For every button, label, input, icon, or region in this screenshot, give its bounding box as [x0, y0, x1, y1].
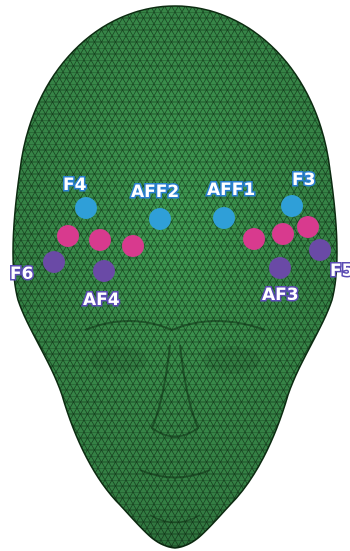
label-aff2: AFF2 [131, 182, 179, 202]
label-f6: F6 [10, 264, 33, 284]
optode-source [75, 197, 97, 219]
optode-detector [89, 229, 111, 251]
label-f4: F4 [63, 175, 87, 195]
label-aff1: AFF1 [207, 180, 255, 200]
optode-reference [269, 257, 291, 279]
optode-detector [57, 225, 79, 247]
optode-detector [122, 235, 144, 257]
optode-source [213, 207, 235, 229]
label-f5: F5 [330, 261, 350, 281]
optode-detector [243, 228, 265, 250]
optode-detector [297, 216, 319, 238]
left-eye-socket [90, 346, 146, 374]
optode-reference [93, 260, 115, 282]
label-f3: F3 [292, 170, 315, 190]
optode-source [149, 208, 171, 230]
label-af3: AF3 [262, 285, 299, 305]
right-eye-socket [204, 346, 260, 374]
optode-source [281, 195, 303, 217]
label-af4: AF4 [83, 290, 120, 310]
optode-detector [272, 223, 294, 245]
optode-reference [43, 251, 65, 273]
optode-reference [309, 239, 331, 261]
